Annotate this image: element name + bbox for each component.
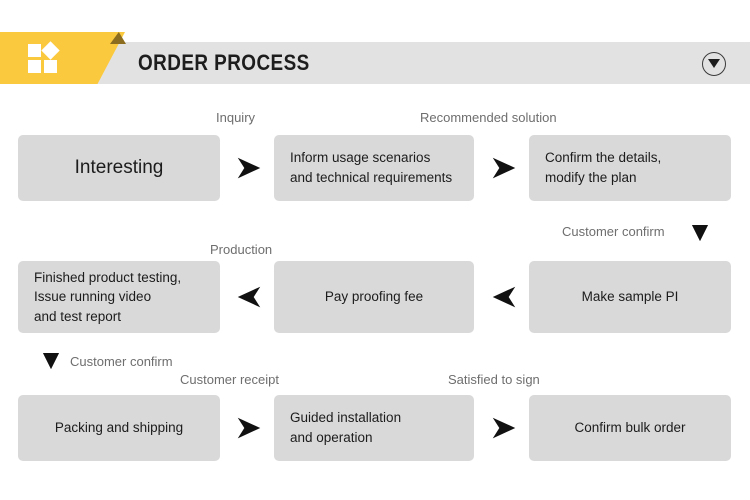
- chevron-down-circle-icon[interactable]: [702, 52, 726, 76]
- arrow-down-icon: [690, 222, 710, 242]
- flow-label: Customer confirm: [562, 224, 665, 239]
- process-node-label: Make sample PI: [581, 289, 679, 305]
- arrow-down-icon: [41, 350, 61, 370]
- four-squares-icon: [28, 41, 68, 74]
- square-top-left: [28, 44, 41, 57]
- process-node[interactable]: Make sample PI: [529, 261, 731, 333]
- flow-label: Customer receipt: [180, 372, 279, 387]
- process-node[interactable]: Packing and shipping: [18, 395, 220, 461]
- process-node-label: Confirm the details, modify the plan: [545, 150, 662, 185]
- process-node[interactable]: Confirm the details, modify the plan: [529, 135, 731, 201]
- arrow-right-icon: [234, 155, 264, 181]
- page-title: ORDER PROCESS: [138, 50, 310, 75]
- process-node[interactable]: Interesting: [18, 135, 220, 201]
- header-bar: [0, 42, 750, 84]
- page-header: ORDER PROCESS: [0, 24, 750, 86]
- process-node-label: Guided installation and operation: [290, 410, 402, 445]
- process-node-label: Confirm bulk order: [574, 420, 686, 436]
- process-node-label: Pay proofing fee: [324, 289, 424, 305]
- arrow-left-icon: [489, 284, 519, 310]
- flow-label: Customer confirm: [70, 354, 173, 369]
- process-node[interactable]: Confirm bulk order: [529, 395, 731, 461]
- arrow-left-icon: [234, 284, 264, 310]
- arrow-right-icon: [234, 415, 264, 441]
- process-node[interactable]: Inform usage scenarios and technical req…: [274, 135, 474, 201]
- process-node[interactable]: Guided installation and operation: [274, 395, 474, 461]
- flow-label: Recommended solution: [420, 110, 557, 125]
- process-node[interactable]: Pay proofing fee: [274, 261, 474, 333]
- square-bottom-right: [44, 60, 57, 73]
- arrow-right-icon: [489, 415, 519, 441]
- process-node-label: Interesting: [74, 157, 164, 179]
- flow-label: Satisfied to sign: [448, 372, 540, 387]
- process-node-label: Finished product testing, Issue running …: [34, 269, 182, 324]
- flow-label: Production: [210, 242, 273, 257]
- process-node-label: Packing and shipping: [54, 420, 184, 436]
- arrow-right-icon: [489, 155, 519, 181]
- process-node-label: Inform usage scenarios and technical req…: [290, 150, 453, 185]
- flow-label: Inquiry: [216, 110, 256, 125]
- process-node[interactable]: Finished product testing, Issue running …: [18, 261, 220, 333]
- square-bottom-left: [28, 60, 41, 73]
